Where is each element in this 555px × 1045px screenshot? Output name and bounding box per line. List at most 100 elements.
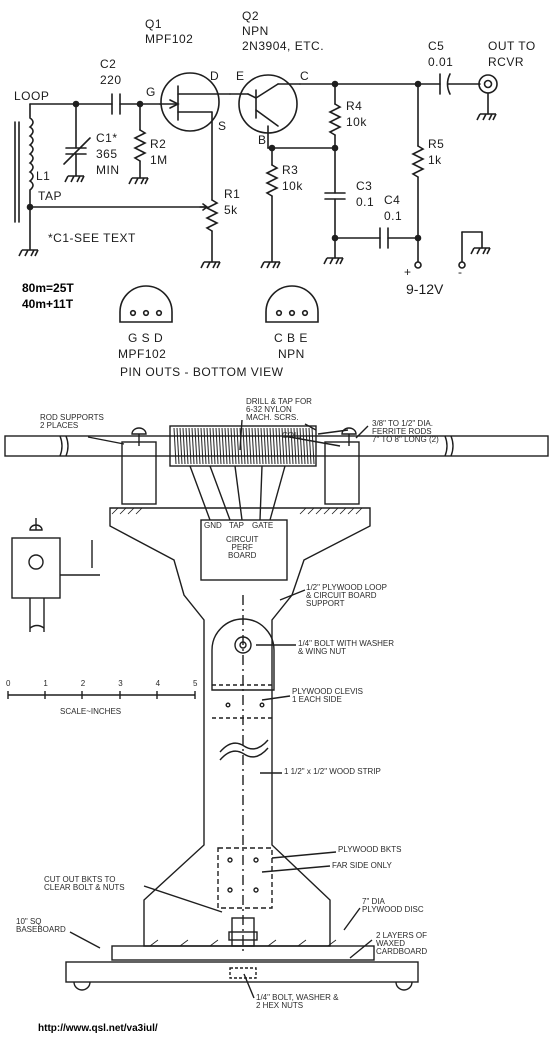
coil-winding [293, 427, 297, 465]
fet-name-label: MPF102 [118, 347, 167, 361]
drill-tap-label: DRILL & TAP FOR 6-32 NYLON MACH. SCRS. [246, 397, 312, 422]
coil-winding [284, 427, 288, 465]
scale-tick-label: 4 [155, 679, 161, 688]
coil-winding [176, 427, 180, 465]
turns-40m-label: 40m+11T [22, 297, 74, 311]
coil-winding [224, 427, 228, 465]
r5-ref-label: R5 [428, 137, 445, 151]
coil-winding [281, 427, 285, 465]
rod-supports-label: ROD SUPPORTS 2 PLACES [40, 413, 104, 430]
coil-winding [260, 427, 264, 465]
q2-type-label: NPN [242, 24, 269, 38]
pin-b-label: B [258, 133, 267, 147]
baseboard-label: 10" SQ BASEBOARD [16, 917, 66, 934]
coil-winding [185, 427, 189, 465]
coil-winding [254, 427, 258, 465]
coil-winding [278, 427, 282, 465]
r4-ref-label: R4 [346, 99, 363, 113]
pin-g-label: G [146, 85, 156, 99]
c1-value-label: 365 [96, 147, 118, 161]
coil-winding [194, 427, 198, 465]
c3-ref-label: C3 [356, 179, 373, 193]
coil-winding [248, 427, 252, 465]
far-side-label: FAR SIDE ONLY [332, 861, 392, 870]
scale-tick-label: 3 [118, 679, 123, 688]
loop-label: LOOP [14, 89, 50, 103]
coil-winding [263, 427, 267, 465]
coil-winding [191, 427, 195, 465]
coil-winding [269, 427, 273, 465]
coil-winding [242, 427, 246, 465]
c2-value-label: 220 [100, 73, 122, 87]
plywood-loop-label: 1/2" PLYWOOD LOOP & CIRCUIT BOARD SUPPOR… [306, 583, 387, 608]
r3-ref-label: R3 [282, 163, 299, 177]
q2-part-label: 2N3904, ETC. [242, 39, 325, 53]
coil-winding [233, 427, 237, 465]
clevis-label: PLYWOOD CLEVIS 1 EACH SIDE [292, 687, 363, 704]
out-label-line1: OUT TO [488, 39, 536, 53]
scale-tick-label: 1 [43, 679, 48, 688]
q1-type-label: MPF102 [145, 32, 194, 46]
fet-pins-label: G S D [128, 331, 164, 345]
coil-winding [179, 427, 183, 465]
coil-winding [266, 427, 270, 465]
coil-winding [212, 427, 216, 465]
coil-winding [215, 427, 219, 465]
coil-winding [173, 427, 177, 465]
coil-winding [239, 427, 243, 465]
coil-winding [236, 427, 240, 465]
coil-winding [302, 427, 306, 465]
c4-value-label: 0.1 [384, 209, 403, 223]
coil-winding [221, 427, 225, 465]
c4-ref-label: C4 [384, 193, 401, 207]
r5-value-label: 1k [428, 153, 442, 167]
r4-value-label: 10k [346, 115, 367, 129]
coil-winding [200, 427, 204, 465]
npn-name-label: NPN [278, 347, 305, 361]
c2-ref-label: C2 [100, 57, 117, 71]
q1-ref-label: Q1 [145, 17, 163, 31]
wood-strip-label: 1 1/2" x 1/2" WOOD STRIP [284, 767, 381, 776]
coil-winding [275, 427, 279, 465]
coil-winding [227, 427, 231, 465]
coil-winding [206, 427, 210, 465]
npn-pins-label: C B E [274, 331, 308, 345]
cut-out-label: CUT OUT BKTS TO CLEAR BOLT & NUTS [44, 875, 125, 892]
scale-tick-label: 2 [80, 679, 86, 688]
coil-winding [290, 427, 294, 465]
pin-e-label: E [236, 69, 245, 83]
r2-value-label: 1M [150, 153, 168, 167]
l1-ref-label: L1 [36, 169, 51, 183]
coil-winding [308, 427, 312, 465]
c1-ref-label: C1* [96, 131, 118, 145]
coil-winding [272, 427, 276, 465]
bolt-wing-label: 1/4" BOLT WITH WASHER & WING NUT [298, 639, 395, 656]
coil-label: COIL [282, 431, 301, 440]
supply-plus-label: + [404, 265, 412, 279]
coil-winding [311, 427, 315, 465]
supply-minus-label: - [458, 265, 463, 279]
coil-winding [203, 427, 207, 465]
coil-winding [296, 427, 300, 465]
coil-winding [197, 427, 201, 465]
c1-footnote-label: *C1-SEE TEXT [48, 231, 136, 245]
c3-value-label: 0.1 [356, 195, 375, 209]
coil-winding [257, 427, 261, 465]
plywood-bkts-label: PLYWOOD BKTS [338, 845, 402, 854]
tap-label: TAP [38, 189, 62, 203]
r3-value-label: 10k [282, 179, 303, 193]
pinout-caption: PIN OUTS - BOTTOM VIEW [120, 365, 284, 379]
coil-winding [245, 427, 249, 465]
coil-winding [218, 427, 222, 465]
pin-d-label: D [210, 69, 220, 83]
scale-label: SCALE~INCHES [60, 707, 122, 716]
footer-url[interactable]: http://www.qsl.net/va3iul/ [38, 1023, 158, 1034]
coil-winding [230, 427, 234, 465]
c5-ref-label: C5 [428, 39, 445, 53]
r1-ref-label: R1 [224, 187, 241, 201]
bottom-bolt-label: 1/4" BOLT, WASHER & 2 HEX NUTS [256, 993, 339, 1010]
r2-ref-label: R2 [150, 137, 167, 151]
scale-tick-label: 5 [193, 679, 198, 688]
